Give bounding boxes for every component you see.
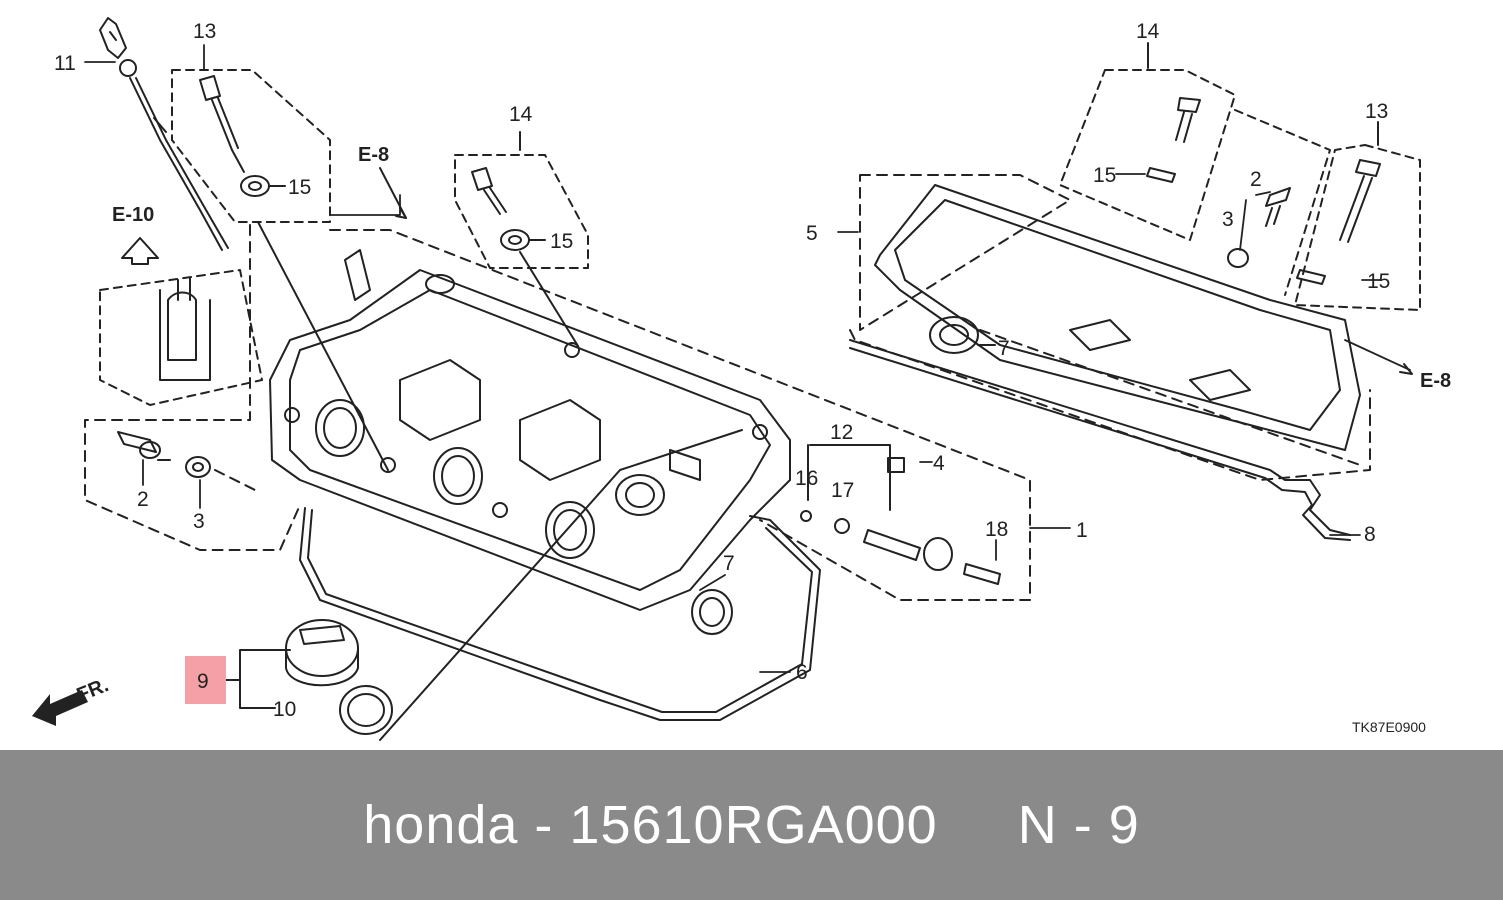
callout-4: 4 xyxy=(933,452,945,475)
ref-e10: E-10 xyxy=(112,204,154,226)
valve-cover-left xyxy=(269,249,791,611)
ref-e8-left: E-8 xyxy=(358,144,389,166)
callout-15-center: 15 xyxy=(550,230,573,253)
plug-seal-upper xyxy=(929,316,996,354)
arrow-e8-right-head xyxy=(1399,363,1413,375)
callout-15-left: 15 xyxy=(288,176,311,199)
callout-2-right: 2 xyxy=(1250,168,1262,191)
spacer xyxy=(938,795,1018,855)
callout-13-left: 13 xyxy=(193,20,216,43)
callout-15-right: 15 xyxy=(1367,270,1390,293)
callout-bracket-9 xyxy=(225,649,291,709)
bolt-group-right xyxy=(1294,121,1421,311)
cap-seal xyxy=(339,685,393,735)
footer-bar: honda - 15610RGA000 N - 9 xyxy=(0,750,1503,900)
highlight-box xyxy=(185,656,226,704)
callout-3-left: 3 xyxy=(193,510,205,533)
brand-name: honda xyxy=(363,795,519,855)
callout-11: 11 xyxy=(54,52,76,75)
ref-e8-right: E-8 xyxy=(1420,370,1451,392)
callout-17: 17 xyxy=(831,479,854,502)
gasket-right xyxy=(849,339,1351,541)
arrow-e8-left-head xyxy=(395,207,407,219)
callout-8: 8 xyxy=(1364,523,1376,546)
front-direction-arrow xyxy=(32,690,88,726)
callout-5: 5 xyxy=(806,222,818,245)
bolt-group-right-top xyxy=(1059,42,1236,241)
separator: - xyxy=(518,795,570,855)
parts-diagram: 11 13 15 E-10 E-8 14 15 2 3 14 15 2 3 13… xyxy=(32,17,1451,741)
bolt-group-center xyxy=(454,131,589,269)
plug-seal-lower xyxy=(691,589,733,635)
position-code: N - 9 xyxy=(1017,795,1140,855)
oil-tube-detail xyxy=(99,237,263,406)
callout-2-left: 2 xyxy=(137,488,149,511)
gasket-left xyxy=(299,507,821,721)
callout-13-right: 13 xyxy=(1365,100,1388,123)
valve-cover-right xyxy=(849,174,1371,481)
dipstick-part xyxy=(99,17,229,251)
callout-7-upper: 7 xyxy=(998,337,1010,360)
callout-9: 9 xyxy=(197,670,209,693)
footer-caption: honda - 15610RGA000 N - 9 xyxy=(363,794,1140,856)
bolt-group-left xyxy=(171,69,331,223)
callout-14-right: 14 xyxy=(1136,20,1160,43)
callout-18: 18 xyxy=(985,518,1008,541)
callout-leaders xyxy=(84,44,1411,673)
diagram-code: TK87E0900 xyxy=(1352,719,1426,735)
part-number: 15610RGA000 xyxy=(569,795,938,855)
leader-lines xyxy=(84,224,1031,601)
front-label: FR. xyxy=(74,674,112,706)
callout-14-center: 14 xyxy=(509,103,533,126)
breather-assembly xyxy=(800,444,1001,585)
stud-bolt-left xyxy=(117,431,211,478)
callout-15-right-top: 15 xyxy=(1093,164,1116,187)
callout-3-right: 3 xyxy=(1222,208,1234,231)
callout-7-lower: 7 xyxy=(723,552,735,575)
callout-10: 10 xyxy=(273,698,296,721)
stud-bolt-right xyxy=(1227,109,1331,296)
callout-12: 12 xyxy=(830,421,853,444)
callout-16: 16 xyxy=(795,467,818,490)
callout-1: 1 xyxy=(1076,519,1088,542)
oil-filler-cap xyxy=(285,619,359,687)
callout-6: 6 xyxy=(796,661,808,684)
